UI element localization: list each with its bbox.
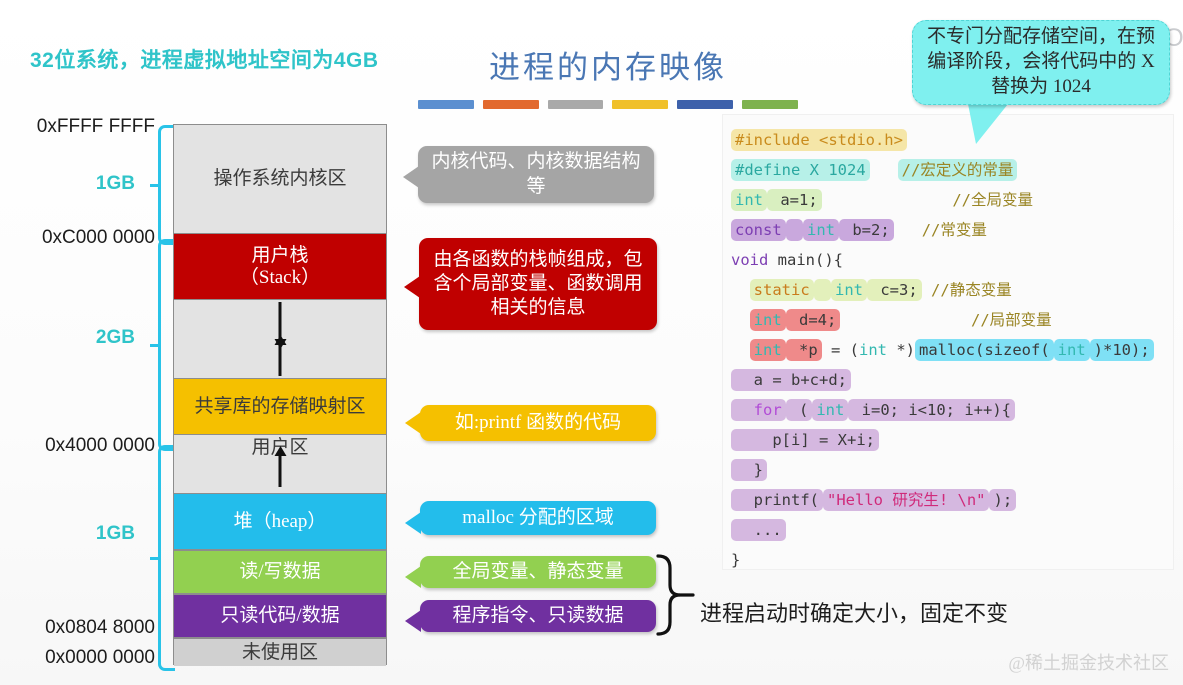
segment-label: 读/写数据 [239,561,321,583]
slide-subtitle: 32位系统，进程虚拟地址空间为4GB [30,49,379,72]
rocode-note-tail-icon [405,610,421,632]
segment-label: 堆（heap） [233,510,327,532]
code-line-7: int *p = (int *)malloc(sizeof(int)*10); [731,335,1165,365]
stack-note: 由各函数的栈帧组成，包含个局部变量、函数调用相关的信息 [419,238,657,330]
code-line-9: for (int i=0; i<10; i++){ [731,395,1165,425]
memory-segment-rw-data: 读/写数据 [174,550,386,594]
address-label-1: 0xC000 0000 [41,227,155,248]
code-line-11: } [731,455,1165,485]
code-line-10: p[i] = X+i; [731,425,1165,455]
segment-label: 操作系统内核区 [213,168,347,190]
callout-text: 全局变量、静态变量 [452,560,624,582]
kernel-note: 内核代码、内核数据结构等 [418,146,654,203]
cyan-callout-tail-icon [968,104,1008,144]
callout-text: malloc 分配的区域 [462,506,614,528]
title-bar-3 [612,100,669,109]
macro-explanation-callout: 不专门分配存储空间，在预编译阶段，会将代码中的 X 替换为 1024 [912,20,1170,105]
code-line-6: int d=4; //局部变量 [731,305,1165,335]
memory-segment-heap: 堆（heap） [174,493,386,550]
rwdata-note: 全局变量、静态变量 [420,556,656,588]
code-line-2: int a=1; //全局变量 [731,185,1165,215]
code-line-12: printf("Hello 研究生! \n"); [731,485,1165,515]
bottom-note: 进程启动时确定大小，固定不变 [700,601,1009,626]
segment-label: 只读代码/数据 [220,605,340,627]
size-bracket-0 [150,125,175,245]
heap-note-tail-icon [405,512,421,534]
rocode-note: 程序指令、只读数据 [420,600,656,632]
address-label-4: 0x0000 0000 [45,647,155,668]
heap-grow-arrow-icon [278,455,282,487]
code-panel: #include <stdio.h>#define X 1024 //宏定义的常… [722,114,1174,570]
code-line-13: ... [731,515,1165,545]
rwdata-note-tail-icon [405,566,421,588]
kernel-note-tail-icon [403,166,419,188]
code-line-1: #define X 1024 //宏定义的常量 [731,155,1165,185]
memory-segment-shared-lib: 共享库的存储映射区 [174,378,386,435]
macro-explanation-text: 不专门分配存储空间，在预编译阶段，会将代码中的 X 替换为 1024 [926,26,1155,97]
address-label-3: 0x0804 8000 [45,617,155,638]
community-watermark: @稀土掘金技术社区 [1008,653,1169,673]
sharedlib-note-tail-icon [405,412,421,434]
code-line-0: #include <stdio.h> [731,125,1165,155]
title-bar-5 [742,100,798,109]
callout-text: 如:printf 函数的代码 [454,411,622,433]
size-bracket-1 [150,239,175,451]
title-bar-0 [418,100,474,109]
title-color-bars [418,100,798,109]
sharedlib-note: 如:printf 函数的代码 [420,405,656,441]
page-title: 进程的内存映像 [489,50,727,85]
memory-segment-user-stack: 用户栈 （Stack） [174,233,386,300]
size-label-2: 1GB [95,523,135,544]
code-line-5: static int c=3; //静态变量 [731,275,1165,305]
callout-text: 内核代码、内核数据结构等 [431,151,641,197]
code-line-8: a = b+c+d; [731,365,1165,395]
mmap-grow-arrow-icon [278,344,282,376]
title-bar-4 [677,100,734,109]
callout-text: 由各函数的栈帧组成，包含个局部变量、函数调用相关的信息 [433,248,643,319]
heap-note: malloc 分配的区域 [420,501,656,535]
code-line-14: } [731,551,741,569]
segment-label: 用户栈 （Stack） [239,244,321,288]
title-bar-2 [547,100,604,109]
address-label-0: 0xFFFF FFFF [36,116,155,137]
memory-segment-unused: 未使用区 [174,638,386,666]
size-label-1: 2GB [95,327,135,348]
title-bar-1 [482,100,539,109]
size-label-0: 1GB [95,173,135,194]
code-line-3: const int b=2; //常变量 [731,215,1165,245]
grouping-brace-icon [656,554,695,636]
segment-label: 未使用区 [241,641,318,663]
code-block: #include <stdio.h>#define X 1024 //宏定义的常… [723,115,1173,569]
memory-segment-ro-code: 只读代码/数据 [174,594,386,638]
segment-label: 共享库的存储映射区 [194,395,366,417]
stack-note-tail-icon [404,276,420,298]
code-line-4: void main(){ [731,251,843,269]
callout-text: 程序指令、只读数据 [452,604,624,626]
address-label-2: 0x4000 0000 [45,435,155,456]
size-bracket-2 [150,445,175,671]
stack-grow-arrow-icon [278,302,282,340]
memory-segment-kernel: 操作系统内核区 [174,125,386,233]
